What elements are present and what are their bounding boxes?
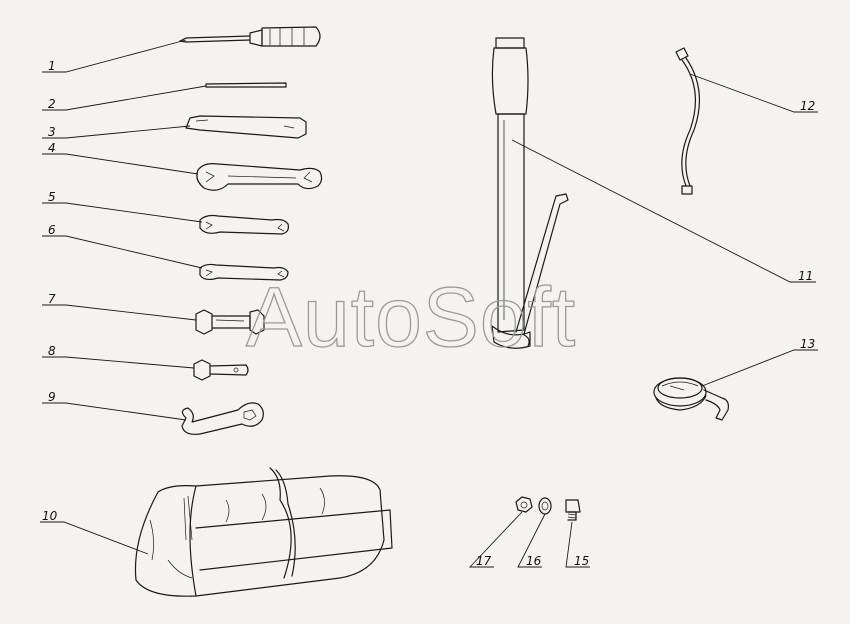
screwdriver [179,26,321,47]
tyre-pump [491,37,569,349]
callout-11: 11 [798,269,813,283]
callout-15: 15 [574,554,589,568]
box-spanner [195,309,265,335]
socket-wrench [193,359,249,381]
wrench-small [199,263,289,281]
callout-5: 5 [48,190,56,204]
tyre-lever [185,115,307,139]
bolt [565,499,581,521]
callout-labels: 1 2 3 4 5 6 7 8 9 10 11 12 13 15 16 17 [42,59,815,568]
pressure-gauge [653,377,729,421]
callout-13: 13 [800,337,815,351]
wrench-medium [199,214,289,235]
callout-1: 1 [48,59,56,73]
callout-2: 2 [48,97,56,111]
callout-8: 8 [48,344,56,358]
wrench-large [196,163,323,191]
pump-hose [675,47,700,195]
callout-17: 17 [476,554,492,568]
callout-16: 16 [526,554,542,568]
callout-6: 6 [48,223,56,237]
drift-pin [205,82,287,88]
hook-wrench [181,402,264,435]
nut [515,496,533,513]
callout-9: 9 [48,390,56,404]
callout-12: 12 [800,99,815,113]
tool-bag [134,467,393,597]
callout-10: 10 [42,509,58,523]
washer [538,497,552,515]
callout-3: 3 [48,125,56,139]
callout-7: 7 [48,292,56,306]
callout-4: 4 [48,141,56,155]
leader-lines [40,39,818,568]
watermark-text: AutoSoft [246,270,576,364]
